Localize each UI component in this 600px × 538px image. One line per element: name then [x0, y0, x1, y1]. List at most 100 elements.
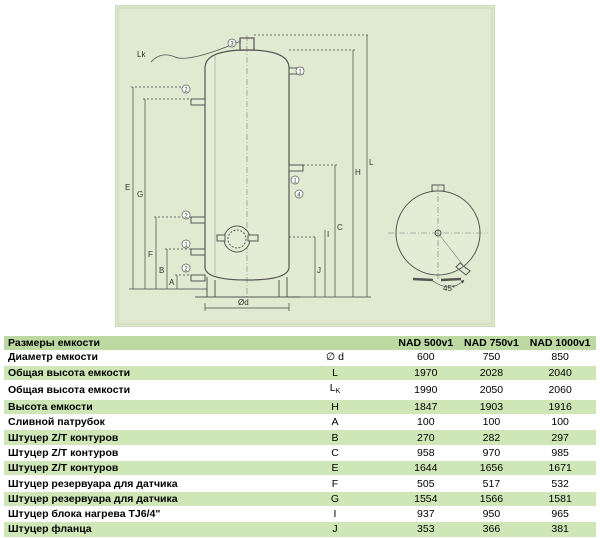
row-label: Штуцер резервуара для датчика — [4, 475, 277, 492]
angle-label: 45° — [443, 284, 455, 293]
table-title: Размеры емкости — [8, 337, 100, 350]
callout-label: 1 — [293, 179, 297, 185]
dim-label-f: F — [148, 250, 153, 259]
row-value: 1566 — [458, 491, 525, 507]
row-value: 1903 — [458, 399, 525, 416]
row-value: 1970 — [393, 365, 459, 381]
callout-marker: 3 — [227, 38, 237, 48]
row-symbol: LK — [277, 380, 393, 400]
dim-label-d: Ød — [238, 298, 249, 307]
row-symbol: G — [277, 491, 393, 507]
row-label: Штуцер Z/T контуров — [4, 460, 277, 477]
row-label: Диаметр емкости — [4, 350, 277, 366]
row-symbol-text: E — [331, 462, 339, 475]
lk-label: Lk — [137, 50, 146, 59]
row-value: 297 — [524, 429, 596, 446]
row-value: 381 — [524, 521, 596, 538]
dim-label-j: J — [317, 266, 321, 275]
callout-label: 1 — [298, 70, 302, 76]
row-label: Штуцер фланца — [4, 521, 277, 538]
row-symbol-text: H — [331, 401, 339, 414]
tank-legs — [195, 277, 300, 298]
row-value: 1671 — [524, 460, 596, 477]
row-symbol-text: L — [332, 366, 338, 379]
row-label: Высота емкости — [4, 399, 277, 416]
model-column-header: NAD 500v1 — [398, 337, 454, 350]
row-symbol-text: G — [330, 492, 340, 505]
row-value: 1644 — [393, 460, 459, 477]
callout-label: 3 — [230, 42, 234, 48]
row-value: 970 — [458, 445, 525, 462]
callout-marker: 1 — [290, 175, 300, 185]
dimensions-table: Размеры емкости NAD 500v1 NAD 750v1 NAD … — [4, 336, 596, 538]
callout-marker: 1 — [295, 66, 305, 76]
row-label: Штуцер блока нагрева TJ6/4" — [4, 506, 277, 523]
row-value: 282 — [458, 429, 525, 446]
dim-label-a: A — [169, 278, 175, 287]
row-value: 1990 — [393, 380, 459, 400]
row-value: 505 — [393, 475, 459, 492]
row-value: 100 — [393, 414, 459, 431]
row-value: 958 — [393, 445, 459, 462]
row-label: Штуцер Z/T контуров — [4, 445, 277, 462]
tank-top-view — [388, 184, 488, 288]
callout-marker: 2 — [181, 210, 191, 220]
row-symbol-text: A — [331, 416, 339, 429]
row-symbol: C — [277, 445, 393, 462]
row-symbol: A — [277, 414, 393, 431]
dim-label-c: C — [337, 223, 343, 232]
row-value: 353 — [393, 521, 459, 538]
callout-label: 2 — [184, 267, 188, 273]
row-value: 100 — [458, 414, 525, 431]
left-dimensions — [129, 86, 207, 290]
row-value: 532 — [524, 475, 596, 492]
row-value: 937 — [393, 506, 459, 523]
dim-label-l: L — [369, 158, 374, 167]
callout-marker: 4 — [294, 189, 304, 199]
symbol-column-header — [277, 336, 393, 350]
row-symbol-text: B — [331, 431, 339, 444]
row-symbol-subscript: K — [335, 387, 341, 395]
row-label: Штуцер Z/T контуров — [4, 429, 277, 446]
row-value: 1916 — [524, 399, 596, 416]
row-symbol-text: C — [331, 446, 339, 459]
row-symbol: H — [277, 399, 393, 416]
heating-flange — [216, 225, 259, 253]
row-value: 2040 — [524, 365, 596, 381]
row-value: 950 — [458, 506, 525, 523]
row-label: Сливной патрубок — [4, 414, 277, 431]
row-value: 270 — [393, 429, 459, 446]
row-value: 2060 — [524, 380, 596, 400]
row-value: 850 — [524, 350, 596, 366]
row-value: 1554 — [393, 491, 459, 507]
row-symbol-text: I — [333, 508, 337, 521]
row-label: Общая высота емкости — [4, 380, 277, 400]
row-value: 2028 — [458, 365, 525, 381]
row-value: 366 — [458, 521, 525, 538]
row-value: 985 — [524, 445, 596, 462]
callout-label: 1 — [184, 243, 188, 249]
callout-label: 4 — [297, 193, 301, 199]
row-label: Штуцер резервуара для датчика — [4, 491, 277, 507]
dim-label-i: I — [327, 230, 329, 239]
row-value: 600 — [393, 350, 459, 366]
row-symbol: ∅ d — [277, 350, 393, 366]
right-dimensions — [254, 34, 371, 298]
diameter-dimension — [204, 303, 290, 311]
row-symbol: F — [277, 475, 393, 492]
callout-marker: 2 — [181, 263, 191, 273]
row-value: 965 — [524, 506, 596, 523]
dim-label-b: B — [159, 266, 164, 275]
row-symbol-text: L — [329, 381, 336, 394]
dim-label-g: G — [137, 190, 143, 199]
row-symbol: L — [277, 365, 393, 381]
